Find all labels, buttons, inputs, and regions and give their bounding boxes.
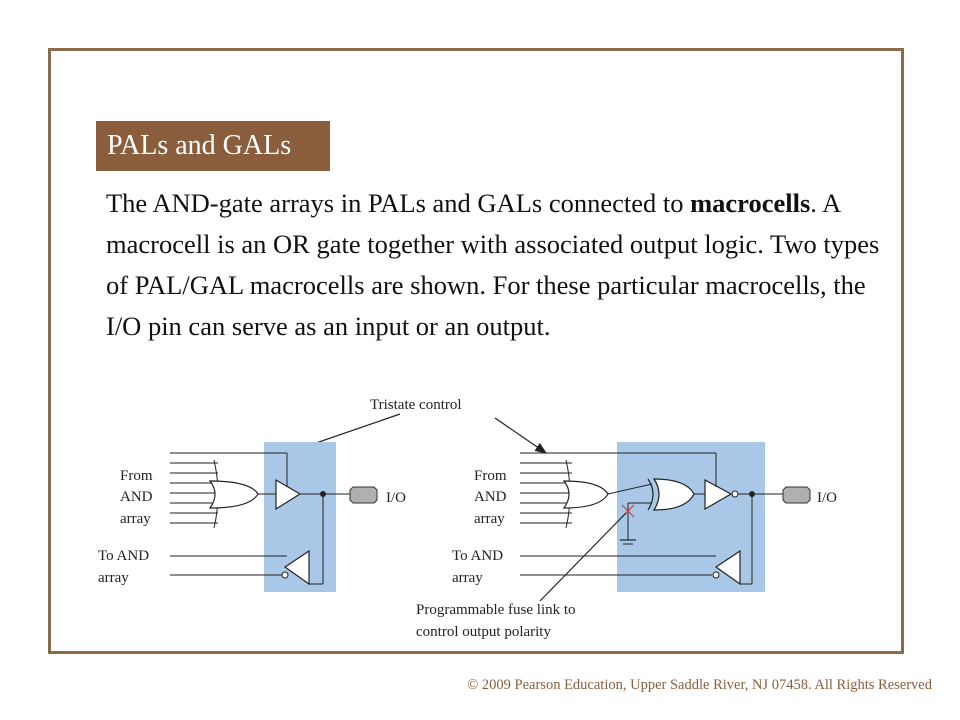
right-io-label: I/O (817, 490, 837, 506)
right-tristate-buffer (704, 478, 733, 511)
left-from-label-2: AND (120, 489, 153, 505)
fuse-annotation-line (539, 512, 627, 602)
right-macrocell-box (617, 442, 765, 592)
body-text-part2: . A macrocell is an OR gate together wit… (106, 188, 880, 341)
right-from-label-2: AND (474, 489, 507, 505)
copyright-notice: © 2009 Pearson Education, Upper Saddle R… (467, 677, 932, 693)
tristate-control-label: Tristate control (370, 397, 462, 413)
right-or-gate (562, 480, 609, 509)
left-to-label-2: array (98, 570, 129, 586)
right-xor-gate (652, 478, 695, 511)
right-feedback-buffer (714, 549, 741, 586)
left-from-label-3: array (120, 511, 151, 527)
fuse-label-1: Programmable fuse link to (416, 602, 576, 618)
slide-frame (48, 48, 904, 654)
slide-title: PALs and GALs (96, 121, 330, 171)
left-macrocell: I/O From AND array To AND array (98, 442, 406, 592)
body-text-part1: The AND-gate arrays in PALs and GALs con… (106, 188, 684, 218)
right-to-label-2: array (452, 570, 483, 586)
left-io-pin (349, 486, 378, 504)
left-io-label: I/O (386, 490, 406, 506)
fuse-label-2: control output polarity (416, 624, 551, 640)
left-feedback-buffer (283, 549, 310, 586)
body-keyword-macrocells: macrocells (690, 188, 811, 218)
tristate-arrow-right (494, 417, 547, 454)
right-from-label-3: array (474, 511, 505, 527)
right-io-pin (782, 486, 811, 504)
left-or-gate (208, 480, 259, 509)
right-to-label-1: To AND (452, 548, 503, 564)
right-from-label-1: From (474, 468, 507, 484)
left-to-label-1: To AND (98, 548, 149, 564)
right-macrocell: I/O From AND array To AND array (452, 442, 837, 592)
left-tristate-buffer (275, 478, 302, 511)
body-paragraph: The AND-gate arrays in PALs and GALs con… (106, 183, 896, 347)
left-from-label-1: From (120, 468, 153, 484)
